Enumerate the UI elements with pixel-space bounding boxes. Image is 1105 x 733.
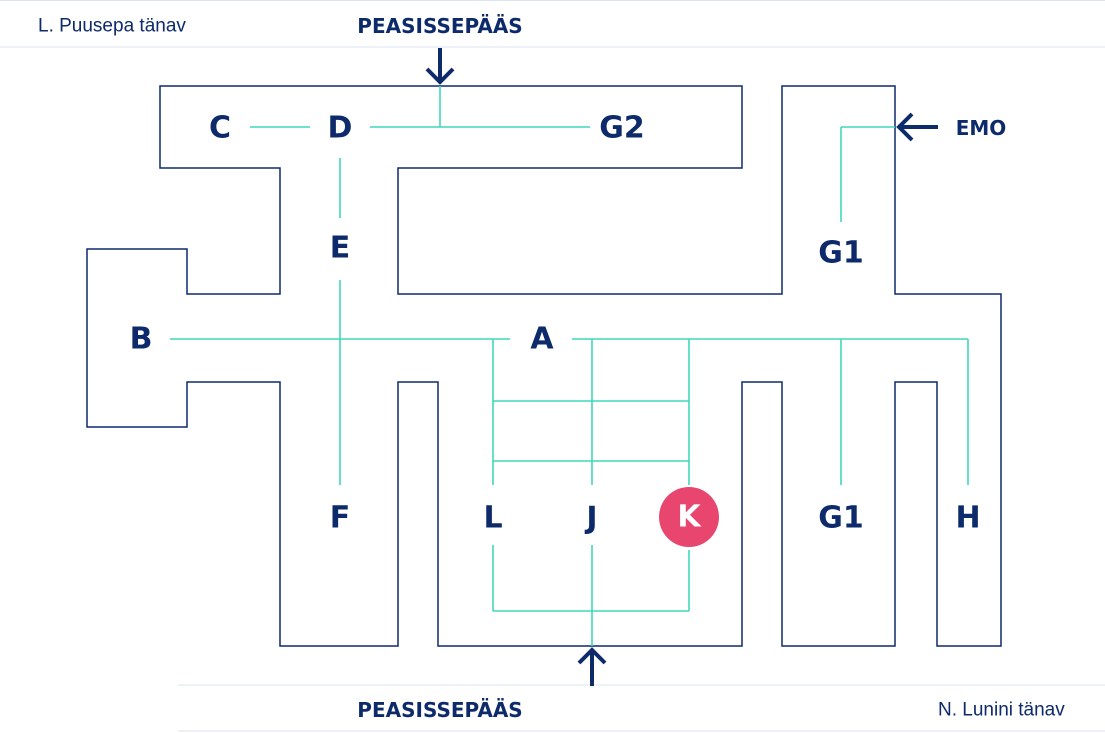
highlight-k-marker — [659, 487, 719, 547]
arrow-up-icon — [577, 647, 607, 686]
block-label-k[interactable]: K — [677, 500, 702, 535]
block-label-g2[interactable]: G2 — [599, 111, 645, 146]
block-label-c[interactable]: C — [209, 111, 231, 146]
arrow-left-icon — [896, 112, 938, 142]
block-label-l[interactable]: L — [483, 501, 502, 536]
block-label-j[interactable]: J — [584, 501, 597, 536]
block-label-b[interactable]: B — [130, 322, 153, 357]
block-label-e[interactable]: E — [330, 231, 351, 266]
emo-entrance-label: EMO — [956, 116, 1007, 140]
block-label-g1-bottom[interactable]: G1 — [818, 501, 864, 536]
main-entrance-top-label: PEASISSEPÄÄS — [357, 14, 522, 38]
building-outline — [86, 85, 1002, 647]
arrow-down-icon — [425, 48, 455, 85]
street-label-puusepa: L. Puusepa tänav — [38, 16, 186, 37]
main-entrance-bottom-label: PEASISSEPÄÄS — [357, 698, 522, 722]
block-label-h[interactable]: H — [955, 501, 980, 536]
block-label-f[interactable]: F — [330, 501, 351, 536]
block-label-a[interactable]: A — [530, 322, 554, 357]
block-label-d[interactable]: D — [328, 111, 353, 146]
wing-west — [86, 85, 1002, 647]
corridor-network — [170, 86, 969, 646]
street-label-lunini: N. Lunini tänav — [938, 700, 1065, 721]
block-label-g1-top[interactable]: G1 — [818, 236, 864, 271]
